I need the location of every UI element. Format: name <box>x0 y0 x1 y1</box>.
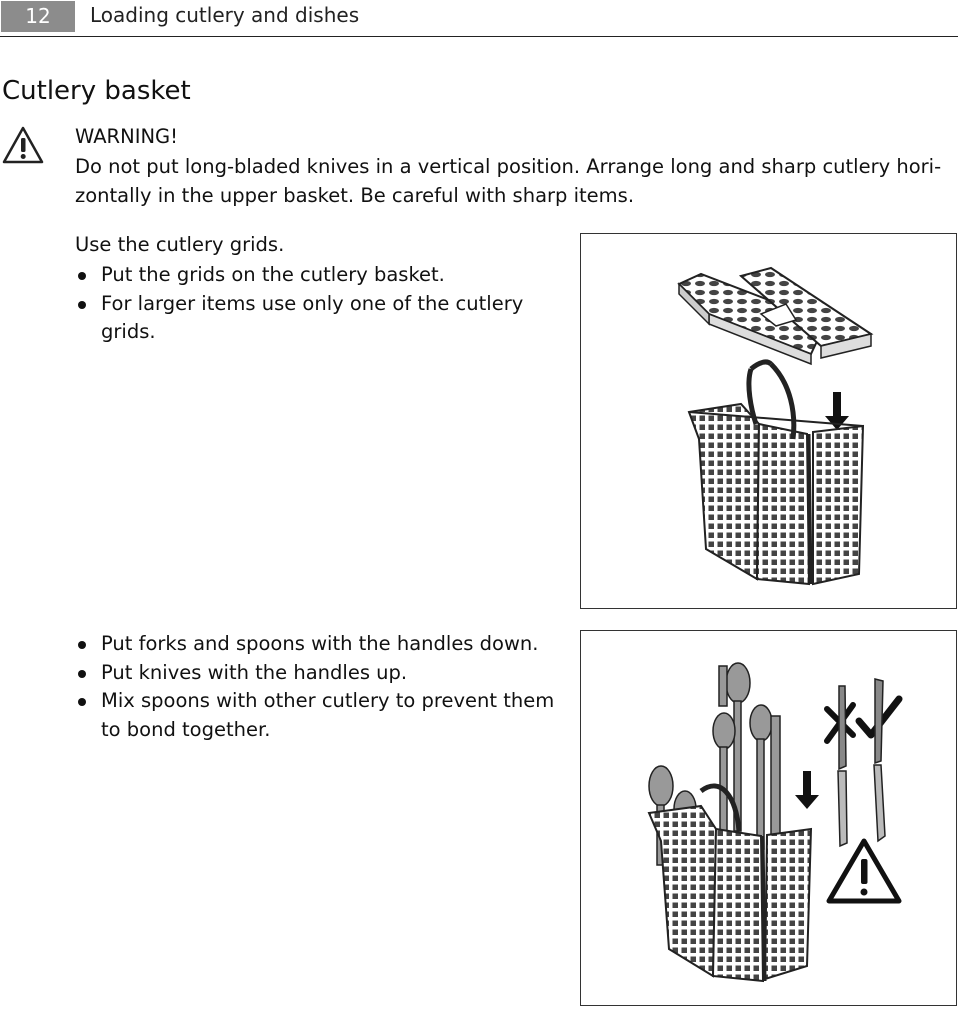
cutlery-basket <box>687 359 865 586</box>
section-title: Cutlery basket <box>2 76 191 106</box>
list-item: For larger items use only one of the cut… <box>75 290 575 347</box>
knife-wrong <box>837 685 848 848</box>
check-mark-icon <box>855 695 903 739</box>
cutlery-grids-illustration <box>580 233 957 609</box>
warning-triangle-icon <box>826 838 902 904</box>
list-item: Put forks and spoons with the handles do… <box>75 630 565 659</box>
page-number: 12 <box>1 1 75 32</box>
loading-bullet-list: Put forks and spoons with the handles do… <box>75 630 565 744</box>
warning-text: Do not put long-bladed knives in a verti… <box>75 155 942 207</box>
warning-triangle-icon <box>1 125 45 165</box>
list-item: Mix spoons with other cutlery to prevent… <box>75 687 565 744</box>
cutlery-grid-right <box>738 266 874 359</box>
list-item: Put the grids on the cutlery basket. <box>75 261 575 290</box>
chapter-title: Loading cutlery and dishes <box>90 3 360 27</box>
cutlery-basket <box>647 783 813 983</box>
grids-bullet-list: Put the grids on the cutlery basket. For… <box>75 261 575 347</box>
knife-correct <box>873 678 886 843</box>
cutlery-grid-left <box>677 272 828 366</box>
page-header: 12 Loading cutlery and dishes <box>0 0 958 37</box>
warning-title: WARNING! <box>75 125 178 148</box>
list-item: Put knives with the handles up. <box>75 659 565 688</box>
grids-intro: Use the cutlery grids. <box>75 233 285 256</box>
arrow-down-icon <box>795 771 819 809</box>
cutlery-loading-illustration <box>580 630 957 1006</box>
